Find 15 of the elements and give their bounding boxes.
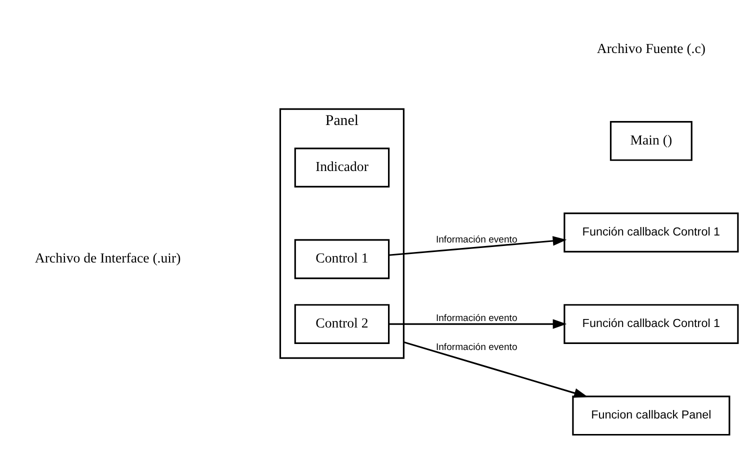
node-box: Control 2	[294, 304, 390, 344]
node-box: Main ()	[610, 120, 692, 160]
arrow	[403, 340, 588, 398]
label: Archivo Fuente (.c)	[596, 40, 706, 56]
arrow	[389, 318, 567, 328]
node-box: Control 1	[294, 238, 390, 279]
arrow	[388, 236, 567, 256]
edge-label: Información evento	[436, 312, 518, 324]
label: Archivo de Interface (.uir)	[34, 250, 181, 266]
edge-label: Información evento	[436, 341, 518, 352]
node-box: Función callback Control 1	[564, 212, 739, 252]
node-box: Indicador	[294, 147, 390, 188]
node-box: Función callback Control 1	[564, 304, 739, 344]
node-box: Funcion callback Panel	[572, 395, 730, 436]
edge-label: Información evento	[436, 234, 518, 245]
